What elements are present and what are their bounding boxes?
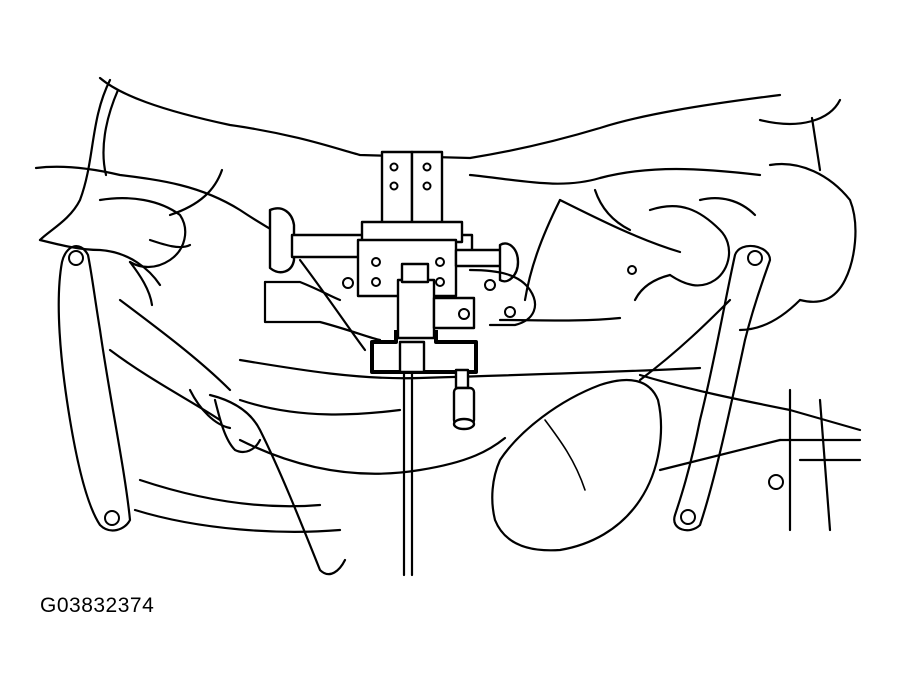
left-cloth (188, 388, 347, 576)
right-cloth (491, 378, 663, 552)
figure-id-label: G03832374 (40, 594, 155, 617)
left-hand (38, 78, 224, 307)
probe-rods (398, 340, 476, 577)
column-brackets (380, 150, 444, 232)
chassis-outline (34, 76, 862, 532)
right-hand (593, 162, 857, 332)
frame-bolts (523, 198, 784, 490)
right-support-arm (638, 244, 782, 532)
left-support-arm (57, 245, 342, 533)
